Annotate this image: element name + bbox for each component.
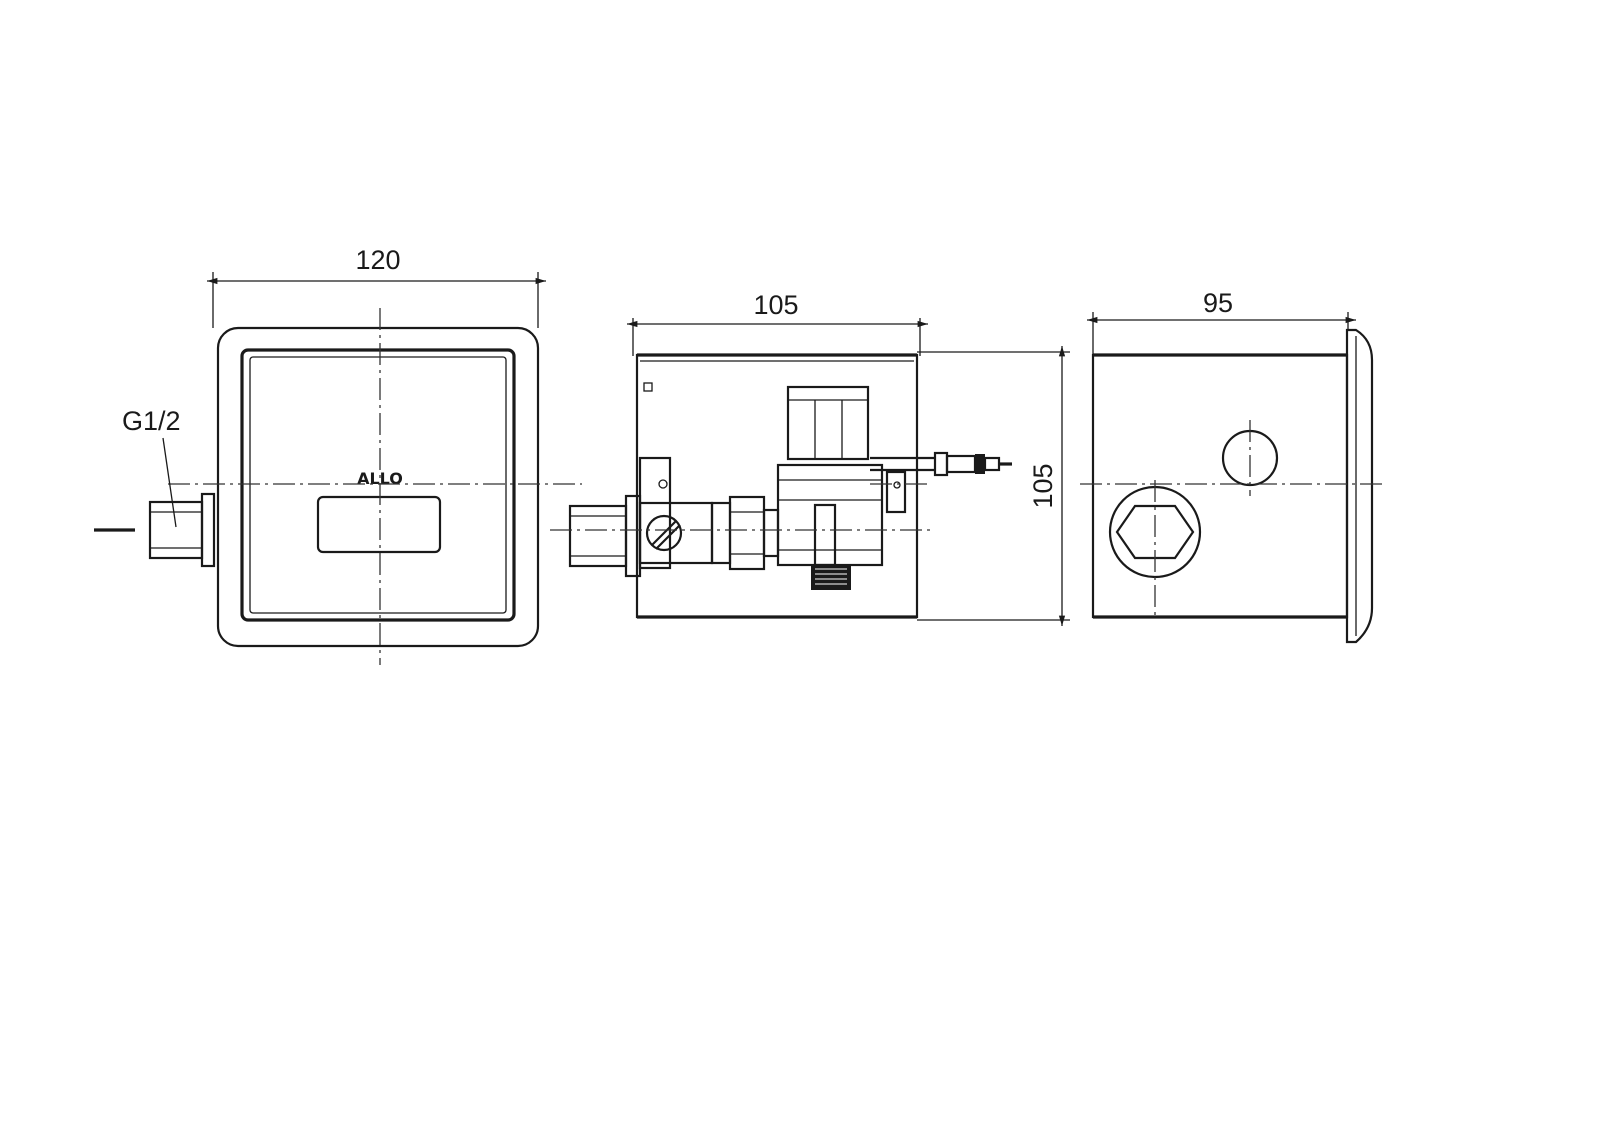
front-housing	[216, 326, 540, 648]
sensor-window	[316, 495, 442, 554]
side-height-label: 105	[1028, 463, 1058, 508]
rear-box	[1091, 353, 1349, 619]
rear-width-dimension: 95	[1087, 288, 1356, 355]
rear-width-label: 95	[1203, 288, 1233, 318]
brand-logo: ALLO	[357, 469, 403, 488]
cable-connector	[870, 451, 1012, 514]
side-bracket	[638, 456, 672, 570]
side-inlet-fitting	[568, 494, 780, 578]
side-width-label: 105	[753, 290, 798, 320]
connection-callout: G1/2	[122, 406, 181, 528]
side-view: 105 105	[550, 290, 1070, 626]
front-width-dimension: 120	[207, 245, 546, 328]
front-width-label: 120	[355, 245, 400, 275]
front-flange	[1345, 328, 1374, 644]
union-nut	[728, 495, 766, 571]
side-height-dimension: 105	[917, 346, 1070, 626]
solenoid-valve	[776, 385, 884, 590]
front-view: 120 ALLO G1/2	[94, 245, 582, 665]
front-panel	[240, 348, 516, 622]
stop-valve-screw	[645, 514, 683, 552]
side-width-dimension: 105	[627, 290, 928, 356]
connection-label: G1/2	[122, 406, 181, 436]
rear-view: 95	[1080, 288, 1382, 644]
inlet-fitting	[94, 492, 216, 568]
